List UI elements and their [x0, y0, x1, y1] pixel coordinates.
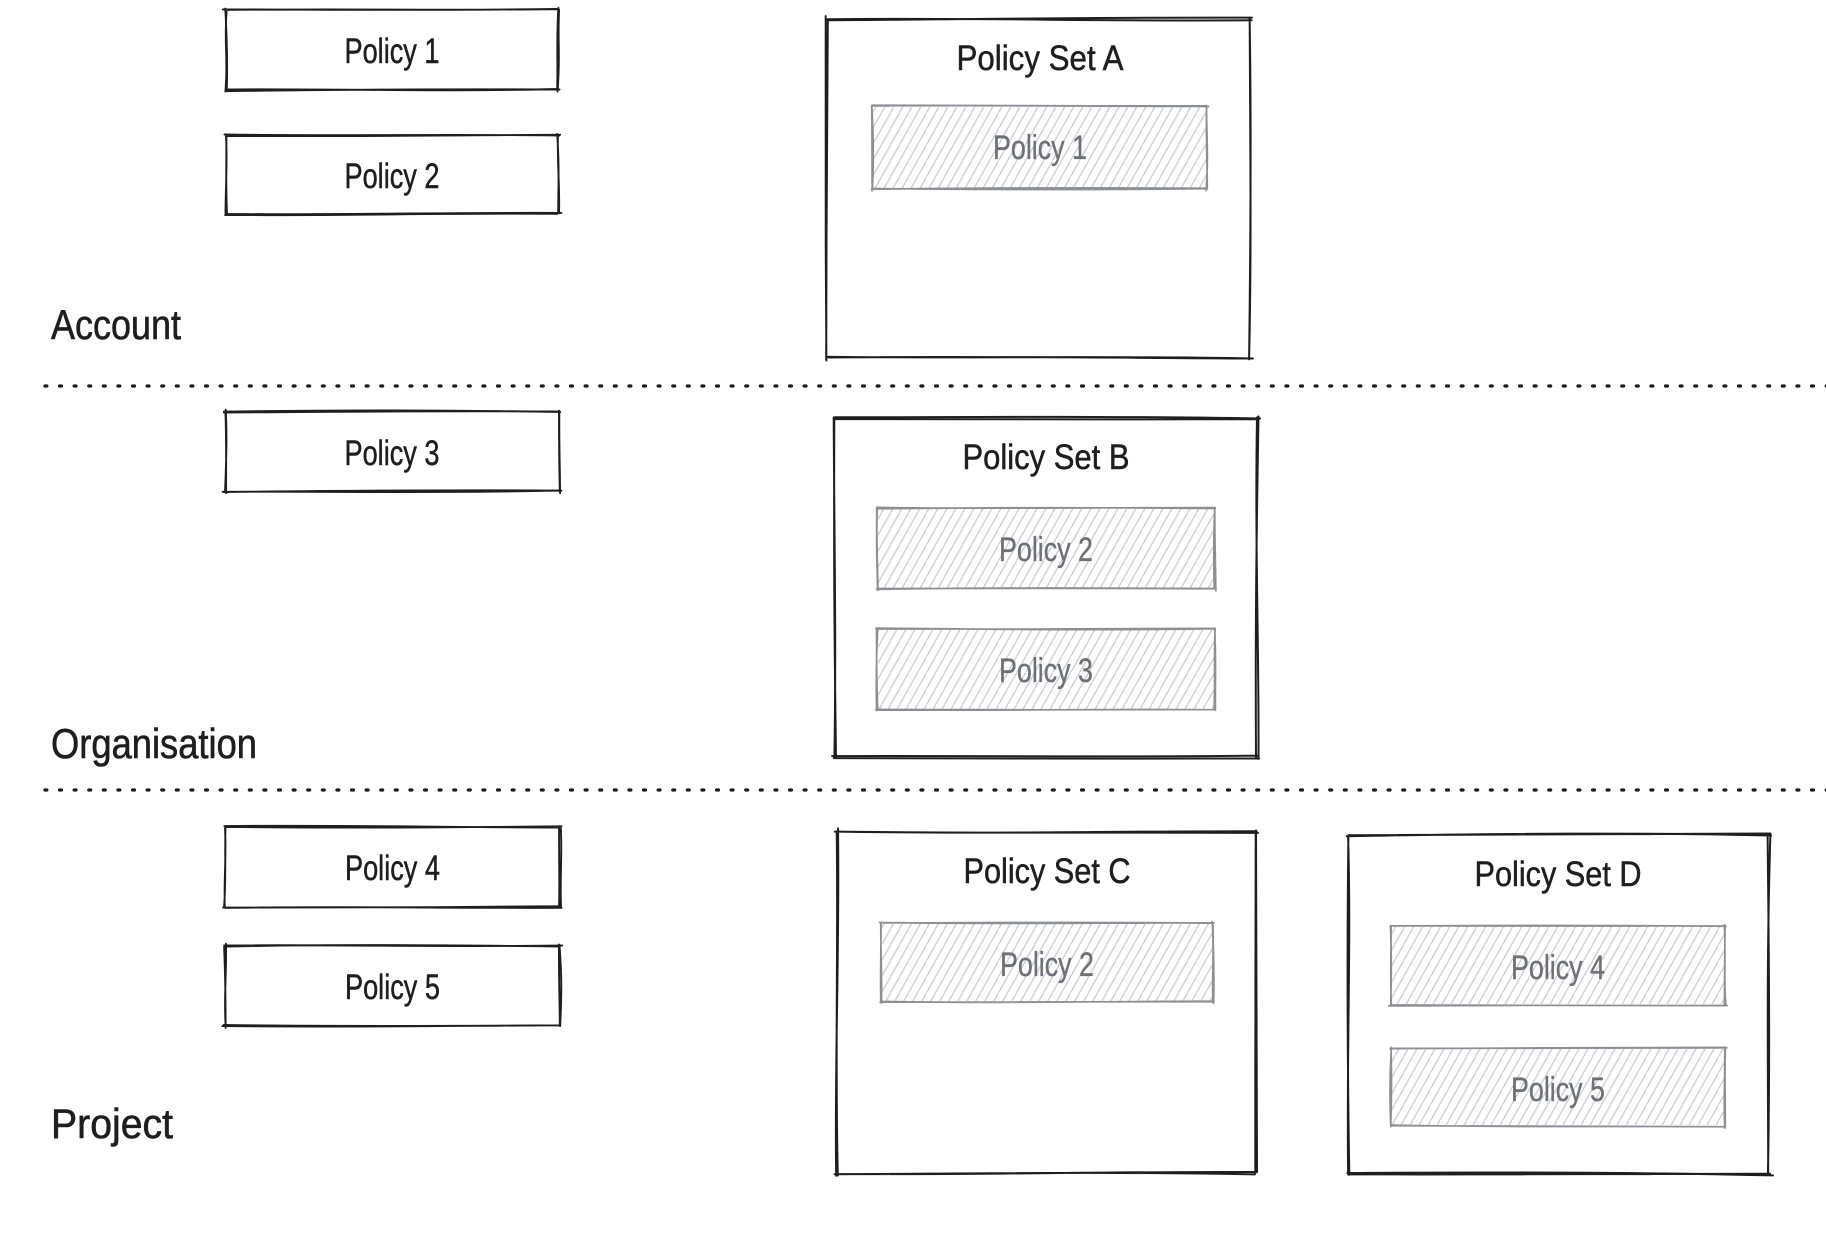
svg-text:Policy 1: Policy 1: [993, 129, 1087, 167]
svg-text:Policy 3: Policy 3: [345, 434, 440, 473]
svg-text:Policy 2: Policy 2: [1000, 946, 1094, 984]
svg-text:Policy 4: Policy 4: [345, 849, 440, 888]
svg-text:Policy 5: Policy 5: [1511, 1071, 1605, 1109]
svg-text:Policy 4: Policy 4: [1511, 949, 1605, 987]
svg-text:Project: Project: [51, 1100, 173, 1147]
svg-text:Policy Set C: Policy Set C: [964, 852, 1131, 891]
svg-text:Policy Set A: Policy Set A: [957, 39, 1125, 78]
svg-text:Policy 2: Policy 2: [345, 157, 440, 196]
svg-text:Account: Account: [51, 301, 181, 348]
svg-text:Policy 1: Policy 1: [345, 32, 440, 71]
svg-text:Policy Set D: Policy Set D: [1475, 855, 1642, 894]
svg-text:Policy 3: Policy 3: [999, 652, 1093, 690]
svg-text:Policy 2: Policy 2: [999, 531, 1093, 569]
svg-text:Organisation: Organisation: [51, 720, 257, 767]
svg-text:Policy Set B: Policy Set B: [963, 438, 1130, 477]
svg-text:Policy 5: Policy 5: [345, 968, 440, 1007]
